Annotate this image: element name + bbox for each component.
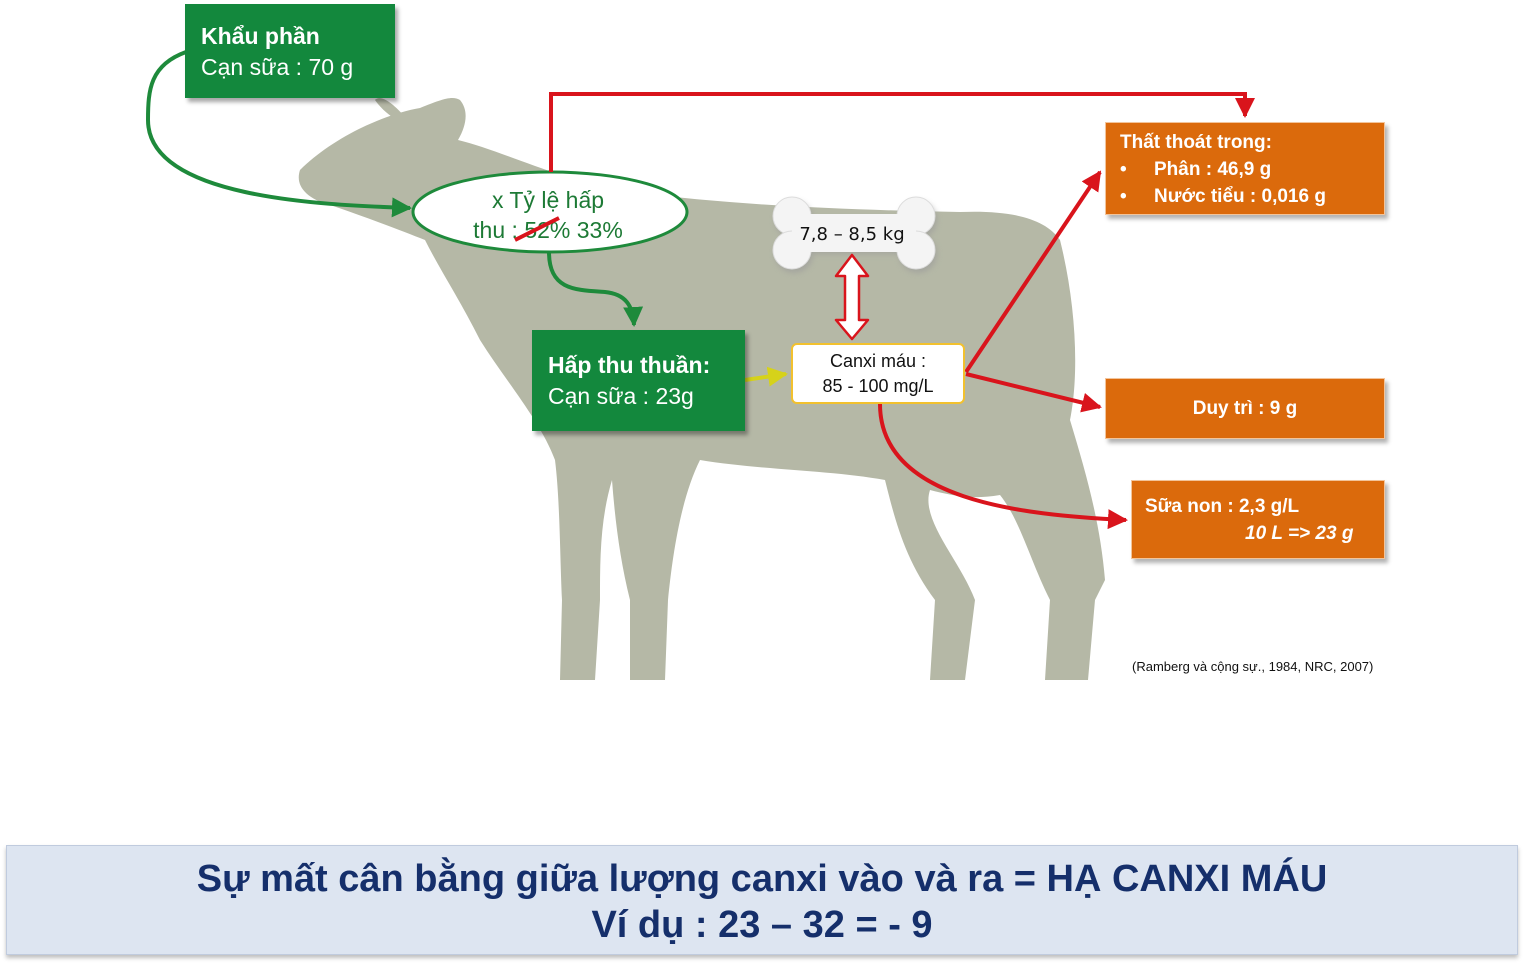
arrow-absorption-to-net (547, 251, 644, 327)
maintenance-box: Duy trì : 9 g (1105, 378, 1385, 439)
losses-item: • Phân : 46,9 g (1120, 156, 1384, 183)
net-absorption-title: Hấp thu thuần: (548, 352, 711, 378)
bone-icon (772, 196, 937, 273)
net-absorption-box: Hấp thu thuần: Cạn sữa : 23g (532, 330, 745, 431)
arrow-blood-to-colostrum (878, 403, 1128, 530)
diet-value: Cạn sữa : 70 g (201, 54, 354, 80)
absorption-rate-line2: thu : 52% 33% (418, 215, 678, 245)
bullet-icon: • (1120, 159, 1127, 180)
losses-item: • Nước tiểu : 0,016 g (1120, 183, 1384, 210)
strike-through-mark (514, 216, 560, 242)
bone-blood-exchange-arrow (834, 253, 870, 341)
net-absorption-value: Cạn sữa : 23g (548, 383, 694, 409)
colostrum-box: Sữa non : 2,3 g/L 10 L => 23 g (1131, 480, 1385, 559)
arrow-absorption-to-losses (549, 92, 1255, 172)
absorption-rate-label: x Tỷ lệ hấp thu : 52% 33% (418, 185, 678, 245)
absorption-rate-line1: x Tỷ lệ hấp (491, 187, 605, 213)
footer-line1: Sự mất cân bằng giữa lượng canxi vào và … (196, 858, 1328, 900)
footer-banner: Sự mất cân bằng giữa lượng canxi vào và … (6, 845, 1518, 955)
absorption-rate-prefix: thu : (473, 217, 525, 243)
diet-title: Khẩu phần (201, 23, 320, 49)
losses-item-text: Nước tiểu : 0,016 g (1154, 186, 1326, 207)
blood-calcium-line2: 85 - 100 mg/L (822, 376, 934, 396)
losses-item-text: Phân : 46,9 g (1154, 159, 1272, 180)
losses-box: Thất thoát trong: • Phân : 46,9 g • Nước t… (1105, 122, 1385, 215)
footer-line2: Ví dụ : 23 – 32 = - 9 (591, 904, 933, 946)
arrow-blood-to-losses (964, 170, 1102, 374)
colostrum-line1: Sữa non : 2,3 g/L (1145, 496, 1300, 517)
arrow-blood-to-maintenance (965, 372, 1102, 413)
colostrum-line2: 10 L => 23 g (1245, 523, 1354, 544)
absorption-rate-new-value: 33% (570, 217, 623, 243)
blood-calcium-line1: Canxi máu : (829, 351, 927, 371)
arrow-net-to-blood (744, 366, 788, 387)
arrow-diet-to-absorption (145, 50, 412, 218)
blood-calcium-box: Canxi máu : 85 - 100 mg/L (791, 343, 965, 404)
losses-title: Thất thoát trong: (1120, 132, 1272, 153)
diet-box: Khẩu phần Cạn sữa : 70 g (185, 4, 395, 98)
citation-text: (Ramberg và cộng sự., 1984, NRC, 2007) (1132, 659, 1374, 674)
bone-calcium-label: 7,8 – 8,5 kg (799, 224, 905, 245)
maintenance-label: Duy trì : 9 g (1192, 398, 1298, 419)
bullet-icon: • (1120, 186, 1127, 207)
